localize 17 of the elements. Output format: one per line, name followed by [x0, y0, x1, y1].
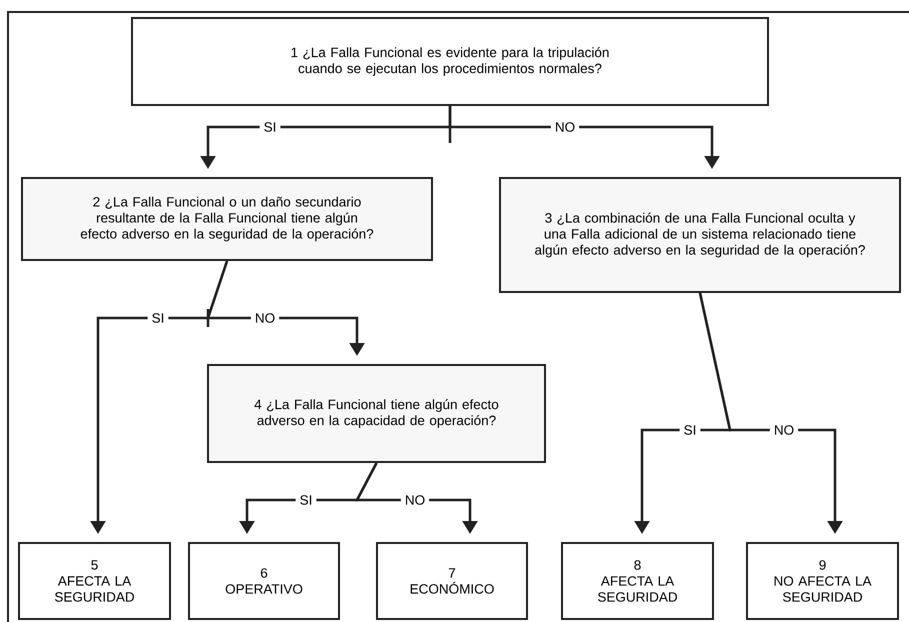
edge-label: SI	[680, 421, 700, 439]
question-box: 2 ¿La Falla Funcional o un daño secundario resultante de la Falla Funcional tiene algún efecto adverso en la seguridad de la operación?	[21, 177, 433, 261]
outcome-box: 7 ECONÓMICO	[376, 542, 528, 620]
question-box: 3 ¿La combinación de una Falla Funcional oculta y una Falla adicional de un sistema relacionado tiene algún efecto adverso en la seguridad de la operación?	[499, 177, 901, 293]
edge-label: NO	[250, 309, 280, 327]
question-box: 4 ¿La Falla Funcional tiene algún efecto adverso en la capacidad de operación?	[207, 364, 546, 463]
edge-label: NO	[770, 421, 798, 439]
outcome-box: 6 OPERATIVO	[188, 542, 340, 620]
edge-label: SI	[296, 491, 316, 509]
outcome-box: 8 AFECTA LA SEGURIDAD	[561, 542, 714, 620]
outcome-box: 9 NO AFECTA LA SEGURIDAD	[746, 542, 899, 620]
edge-label: NO	[400, 491, 430, 509]
edge-label: NO	[550, 118, 580, 136]
edge-label: SI	[260, 118, 280, 136]
outcome-box: 5 AFECTA LA SEGURIDAD	[18, 542, 171, 620]
question-box: 1 ¿La Falla Funcional es evidente para la tripulación cuando se ejecutan los procedimientos normales?	[131, 17, 769, 106]
edge-label: SI	[148, 309, 168, 327]
